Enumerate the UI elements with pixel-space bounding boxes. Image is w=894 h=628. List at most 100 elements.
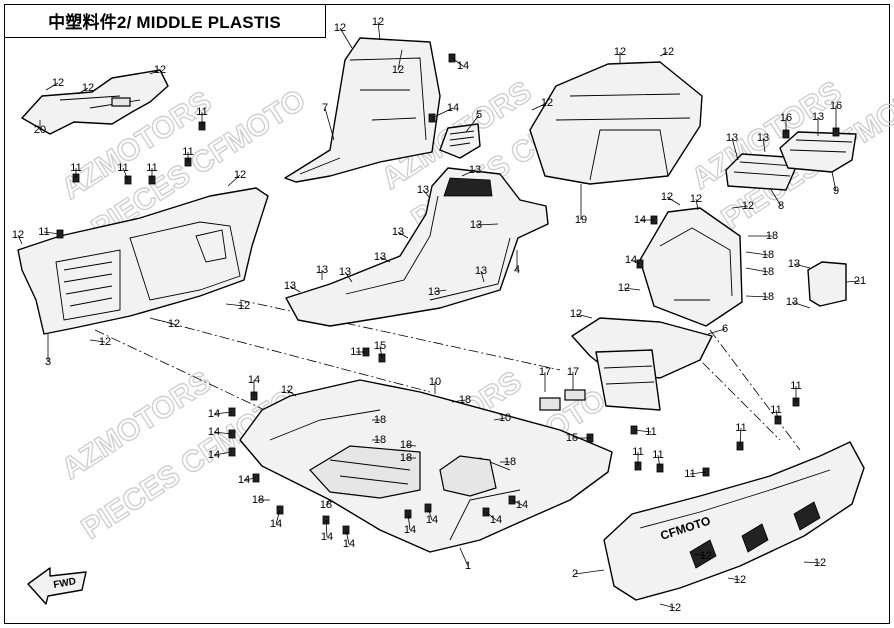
leader-line (630, 259, 641, 265)
callout-number: 12 (669, 602, 681, 614)
leader-line (89, 339, 106, 343)
callout-number: 18 (374, 414, 386, 426)
callout-number: 11 (350, 346, 361, 358)
callout-number: 14 (490, 514, 502, 526)
diagram-title: 中塑料件2/ MIDDLE PLASTIS (4, 4, 326, 38)
callout-number: 14 (208, 449, 220, 461)
leader-line (531, 102, 548, 111)
part-2-skid-plate: CFMOTO (603, 441, 865, 601)
callout-number: 14 (238, 474, 250, 486)
callout-number: 13 (284, 280, 296, 292)
callout-number: 18 (766, 230, 778, 242)
callout-number: 13 (757, 132, 769, 144)
callout-number: 12 (372, 16, 384, 28)
leader-line (345, 529, 350, 545)
leader-line (775, 409, 779, 421)
leader-line (659, 51, 669, 57)
leader-line (465, 114, 480, 133)
leader-line (397, 49, 403, 71)
leader-line (575, 313, 593, 319)
callout-number: 11 (70, 162, 81, 174)
leader-line (427, 507, 433, 521)
part-19-storage-bin (529, 61, 703, 185)
leader-line (745, 295, 769, 298)
callout-number: 10 (499, 412, 511, 424)
callout-number: 12 (234, 169, 246, 181)
leader-line (289, 285, 301, 293)
callout-number: 14 (321, 531, 333, 543)
leader-line (695, 198, 699, 211)
callout-number: 13 (417, 184, 429, 196)
leader-line (286, 389, 297, 397)
leader-line (422, 189, 431, 199)
callout-number: 14 (634, 214, 646, 226)
leader-line (791, 301, 811, 309)
callout-number: 12 (700, 550, 712, 562)
leader-line (769, 187, 782, 207)
leader-line (793, 263, 811, 269)
callout-number: 13 (469, 164, 481, 176)
callout-number: 13 (812, 111, 824, 123)
leader-line (666, 196, 681, 206)
leader-line (77, 87, 89, 95)
callout-number: 9 (833, 185, 839, 197)
leader-line (659, 603, 676, 609)
callout-number: 12 (570, 308, 582, 320)
leader-line (459, 547, 469, 567)
callout-number: 14 (343, 538, 355, 550)
leader-line (511, 499, 523, 506)
leader-line (623, 287, 641, 291)
callout-number: 13 (428, 286, 440, 298)
callout-number: 18 (400, 439, 412, 451)
callout-number: 12 (12, 229, 24, 241)
part-1-floor-pan (239, 379, 613, 553)
callout-number: 15 (566, 432, 578, 444)
leader-line (451, 57, 464, 67)
callout-number: 13 (786, 296, 798, 308)
callout-number: 11 (38, 226, 49, 238)
callout-number: 13 (339, 266, 351, 278)
callout-number: 14 (248, 374, 260, 386)
callout-number: 21 (854, 275, 866, 287)
callout-number: 17 (539, 366, 551, 378)
callout-number: 7 (322, 102, 328, 114)
callout-number: 19 (575, 214, 587, 226)
leader-line (485, 511, 497, 521)
leader-line (493, 417, 506, 421)
callout-number: 16 (830, 100, 842, 112)
callout-number: 11 (146, 162, 157, 174)
callout-number: 10 (429, 376, 441, 388)
leader-line (707, 328, 726, 335)
callout-number: 14 (208, 426, 220, 438)
part-8-box (725, 153, 801, 191)
callout-number: 4 (514, 264, 520, 276)
leader-line (243, 477, 257, 481)
callout-number: 12 (541, 97, 553, 109)
part-6-rear-bracket (571, 207, 743, 411)
callout-number: 14 (426, 514, 438, 526)
leader-line (689, 471, 707, 475)
fastener-symbol (482, 507, 490, 517)
callout-number: 8 (778, 200, 784, 212)
leader-line (325, 499, 331, 506)
part-4-center-console (285, 167, 549, 327)
callout-number: 15 (374, 340, 386, 352)
callout-number: 13 (475, 265, 487, 277)
leader-line (17, 234, 23, 245)
leader-line (157, 319, 175, 325)
callout-number: 18 (762, 291, 774, 303)
part-5-grille (439, 123, 481, 159)
callout-number: 18 (252, 494, 264, 506)
leader-line (405, 444, 417, 447)
callout-number: 11 (652, 449, 663, 461)
leader-line (324, 107, 335, 141)
callout-number: 3 (45, 356, 51, 368)
leader-line (762, 137, 766, 153)
callout-number: 17 (567, 366, 579, 378)
callout-number: 12 (614, 46, 626, 58)
leader-line (727, 577, 741, 581)
callout-number: 12 (281, 384, 293, 396)
part-9-box (779, 131, 857, 173)
leader-line (731, 137, 739, 161)
callout-number: 14 (270, 518, 282, 530)
